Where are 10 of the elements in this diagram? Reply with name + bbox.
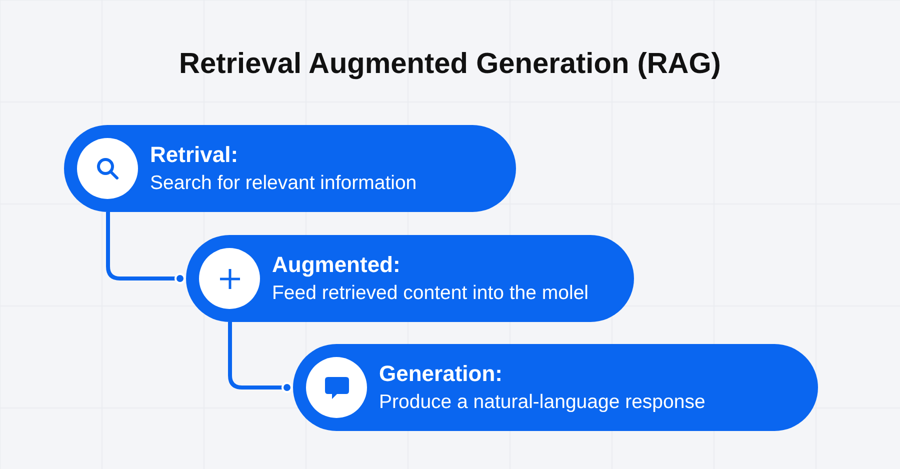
step-heading: Generation: [379,360,504,388]
diagram-title: Retrieval Augmented Generation (RAG) [178,48,722,81]
step-heading: Retrival: [150,141,240,169]
step-description: Produce a natural-language response [379,390,706,415]
connector-line [228,322,292,393]
step-description: Search for relevant information [150,171,417,196]
step-heading: Augmented: [272,251,402,279]
step-description: Feed retrieved content into the molel [272,281,589,306]
step-pill [293,344,818,431]
connector-line [106,212,186,284]
